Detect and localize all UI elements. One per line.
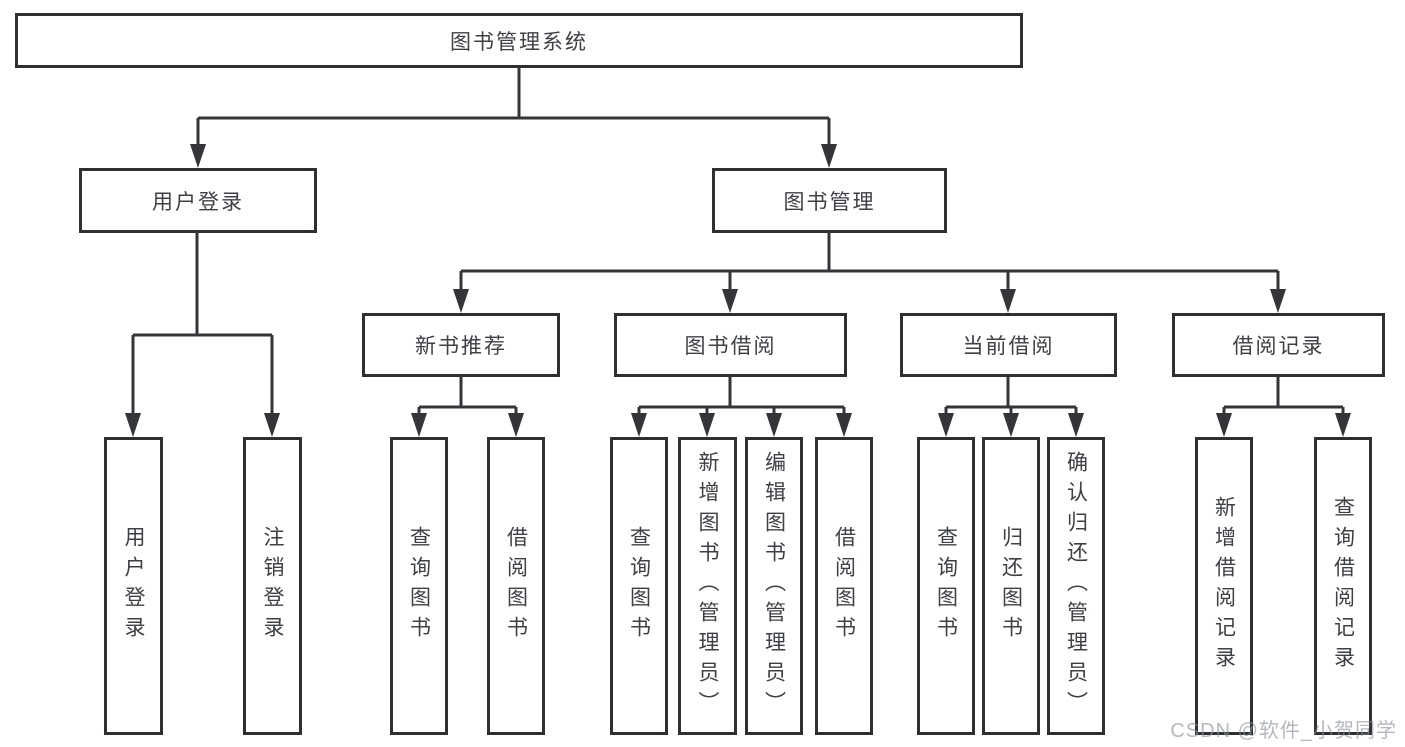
leaf-return-books-label: 归还图书 xyxy=(999,526,1023,646)
leaf-logout: 注销登录 xyxy=(243,437,302,735)
leaf-borrowing-borrow-books: 借阅图书 xyxy=(815,437,873,735)
node-current-borrowing-label: 当前借阅 xyxy=(962,335,1055,358)
leaf-confirm-return-admin: 确认归还（管理员） xyxy=(1047,437,1105,735)
node-user-login: 用户登录 xyxy=(79,168,317,233)
leaf-confirm-return-admin-label: 确认归还（管理员） xyxy=(1064,451,1088,721)
node-borrow-records-label: 借阅记录 xyxy=(1232,335,1325,358)
leaf-borrowing-query-books: 查询图书 xyxy=(610,437,668,735)
node-root-label: 图书管理系统 xyxy=(450,30,588,54)
leaf-add-books-admin: 新增图书（管理员） xyxy=(678,437,737,735)
leaf-add-borrow-record: 新增借阅记录 xyxy=(1195,437,1253,735)
leaf-edit-books-admin: 编辑图书（管理员） xyxy=(745,437,803,735)
node-new-book-recommend-label: 新书推荐 xyxy=(415,335,507,358)
leaf-newrec-query-books-label: 查询图书 xyxy=(407,526,431,646)
node-borrow-records: 借阅记录 xyxy=(1172,313,1385,377)
leaf-add-books-admin-label: 新增图书（管理员） xyxy=(696,451,719,721)
leaf-current-query-books-label: 查询图书 xyxy=(934,526,958,646)
leaf-user-login-label: 用户登录 xyxy=(122,526,145,646)
node-root: 图书管理系统 xyxy=(15,13,1023,68)
leaf-newrec-borrow-books: 借阅图书 xyxy=(487,437,545,735)
leaf-user-login: 用户登录 xyxy=(104,437,163,735)
leaf-query-borrow-record: 查询借阅记录 xyxy=(1314,437,1372,735)
node-user-login-label: 用户登录 xyxy=(152,190,244,214)
node-book-borrowing-label: 图书借阅 xyxy=(684,335,777,358)
node-current-borrowing: 当前借阅 xyxy=(900,313,1117,377)
node-book-management-label: 图书管理 xyxy=(783,190,876,214)
leaf-newrec-borrow-books-label: 借阅图书 xyxy=(504,526,528,646)
leaf-add-borrow-record-label: 新增借阅记录 xyxy=(1212,496,1236,676)
leaf-borrowing-query-books-label: 查询图书 xyxy=(627,526,651,646)
csdn-watermark: CSDN @软件_小贺同学 xyxy=(1170,720,1397,742)
leaf-query-borrow-record-label: 查询借阅记录 xyxy=(1331,496,1355,676)
leaf-return-books: 归还图书 xyxy=(982,437,1040,735)
node-new-book-recommend: 新书推荐 xyxy=(362,313,560,377)
leaf-current-query-books: 查询图书 xyxy=(917,437,975,735)
node-book-management: 图书管理 xyxy=(712,168,947,233)
leaf-logout-label: 注销登录 xyxy=(261,526,284,646)
leaf-edit-books-admin-label: 编辑图书（管理员） xyxy=(762,451,786,721)
leaf-borrowing-borrow-books-label: 借阅图书 xyxy=(832,526,856,646)
node-book-borrowing: 图书借阅 xyxy=(614,313,847,377)
leaf-newrec-query-books: 查询图书 xyxy=(390,437,448,735)
